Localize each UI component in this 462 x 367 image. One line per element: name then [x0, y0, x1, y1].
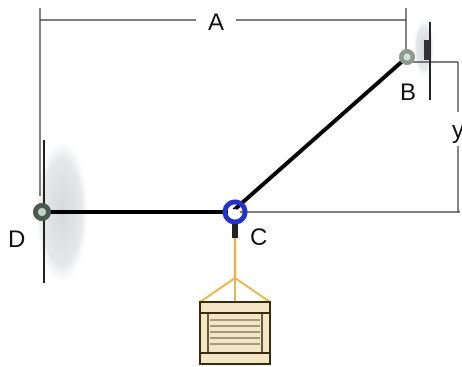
dimension-y: y	[240, 61, 462, 213]
wall-pin-icon	[399, 49, 415, 65]
rope-cb	[232, 56, 408, 212]
label-b: B	[400, 79, 416, 106]
label-a: A	[208, 9, 224, 36]
label-c: C	[250, 224, 267, 251]
label-d: D	[8, 226, 25, 253]
dimension-a: A	[39, 8, 407, 196]
crate-icon	[199, 277, 271, 365]
wall-right	[414, 20, 434, 100]
wall-pin-icon	[33, 203, 51, 221]
hook	[232, 224, 238, 238]
ring-icon	[222, 199, 248, 225]
label-y: y	[452, 117, 462, 144]
